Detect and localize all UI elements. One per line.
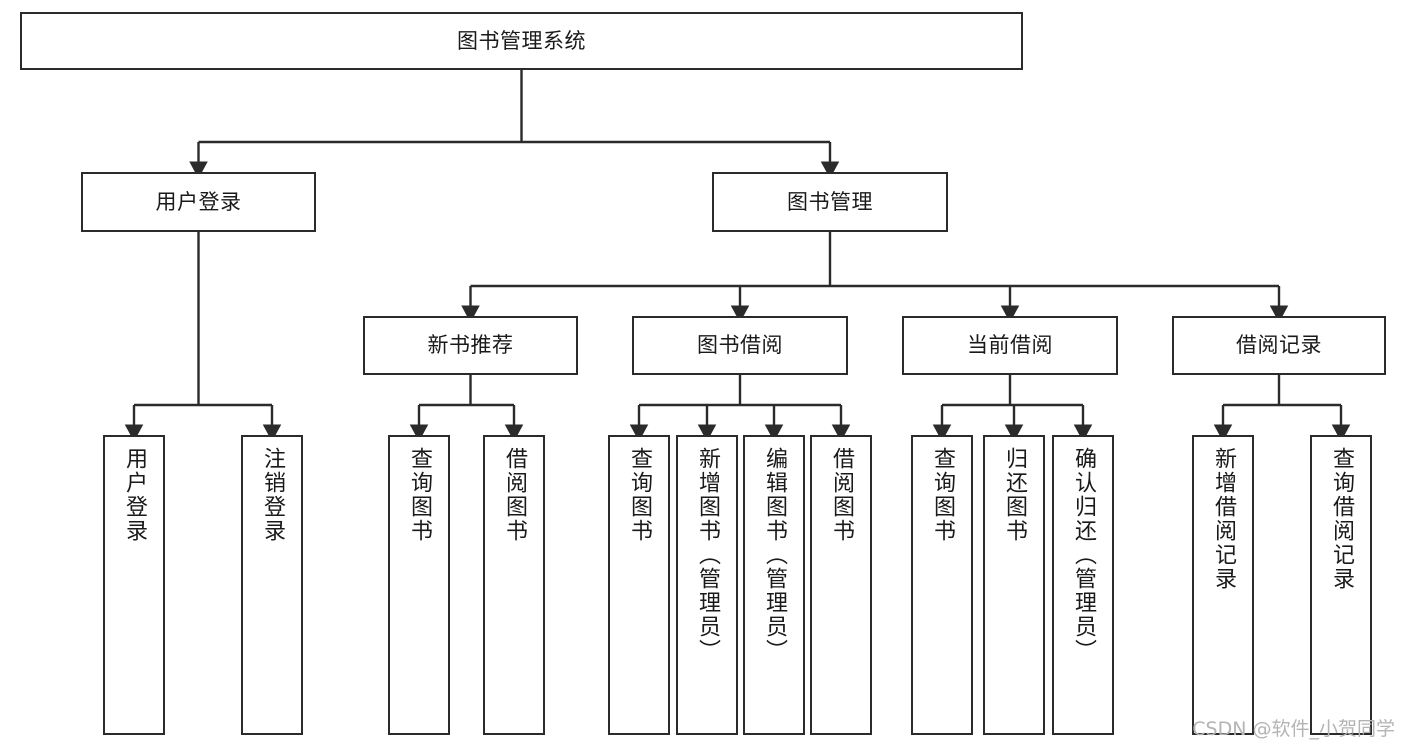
leaf-user-login[interactable]: 用户登录 [103,435,165,735]
leaf-add-borrow-record[interactable]: 新增借阅记录 [1192,435,1254,735]
leaf-query-borrow-record[interactable]: 查询借阅记录 [1310,435,1372,735]
node-book-management[interactable]: 图书管理 [712,172,948,232]
node-label: 当前借阅 [967,333,1053,358]
node-current-borrowing[interactable]: 当前借阅 [902,316,1118,375]
node-label: 图书管理系统 [457,28,586,53]
leaf-confirm-return-admin[interactable]: 确认归还（管理员） [1052,435,1114,735]
node-label: 新增借阅记录 [1211,447,1236,591]
node-label: 用户登录 [155,189,242,214]
node-label: 查询图书 [627,447,652,543]
csdn-watermark: CSDN @软件_小贺同学 [1192,718,1395,740]
leaf-query-book-current[interactable]: 查询图书 [911,435,973,735]
node-book-management-system[interactable]: 图书管理系统 [20,12,1023,70]
node-borrowing-record[interactable]: 借阅记录 [1172,316,1386,375]
node-label: 图书借阅 [697,333,783,358]
node-label: 用户登录 [122,447,147,543]
leaf-edit-book-admin[interactable]: 编辑图书（管理员） [743,435,805,735]
node-label: 确认归还（管理员） [1071,447,1096,663]
leaf-logout[interactable]: 注销登录 [241,435,303,735]
node-user-login[interactable]: 用户登录 [81,172,316,232]
node-label: 图书管理 [787,189,873,214]
node-label: 新书推荐 [427,333,514,358]
node-label: 借阅图书 [829,447,854,543]
node-label: 借阅图书 [502,447,527,543]
node-label: 查询图书 [407,447,432,543]
node-label: 新增图书（管理员） [695,447,720,663]
leaf-borrow-book[interactable]: 借阅图书 [810,435,872,735]
node-new-book-recommendation[interactable]: 新书推荐 [363,316,578,375]
leaf-query-book-recommendation[interactable]: 查询图书 [388,435,450,735]
node-label: 查询借阅记录 [1329,447,1354,591]
leaf-return-book[interactable]: 归还图书 [983,435,1045,735]
node-label: 编辑图书（管理员） [762,447,787,663]
node-label: 注销登录 [260,447,285,543]
node-book-borrowing[interactable]: 图书借阅 [632,316,848,375]
leaf-query-book[interactable]: 查询图书 [608,435,670,735]
node-label: 借阅记录 [1236,333,1322,358]
leaf-borrow-book-recommendation[interactable]: 借阅图书 [483,435,545,735]
leaf-add-book-admin[interactable]: 新增图书（管理员） [676,435,738,735]
node-label: 查询图书 [930,447,955,543]
node-label: 归还图书 [1002,447,1027,543]
